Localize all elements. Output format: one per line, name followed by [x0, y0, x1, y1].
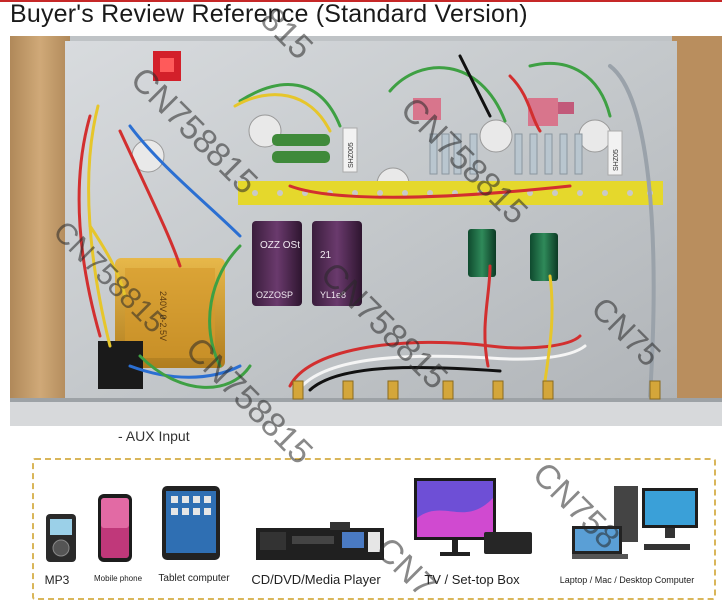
cap-right-top-label: 21 — [320, 250, 332, 261]
top-rule — [0, 0, 722, 2]
page-title: Buyer's Review Reference (Standard Versi… — [10, 0, 528, 28]
device-label-mp3: MP3 — [44, 573, 70, 587]
cap-left-top-label: OZZ OSt — [260, 240, 300, 251]
resistor-right-label: SHZ05 — [613, 149, 620, 171]
device-label-media-player: CD/DVD/Media Player — [251, 572, 381, 587]
tablet-icon — [162, 486, 220, 565]
device-label-tv: TV / Set-top Box — [424, 572, 520, 587]
device-label-mobile-phone: Mobile phone — [93, 574, 143, 583]
cap-left-bottom-label: OZZOSP — [256, 290, 293, 300]
amplifier-photo: 240V 0-2.5V SHZ005 SHZ05 — [10, 36, 722, 426]
aux-devices-panel: MP3 Mobile phone Tablet computer CD/DVD/… — [32, 458, 716, 600]
aux-input-label: - AUX Input — [118, 428, 190, 444]
device-label-computer: Laptop / Mac / Desktop Computer — [559, 575, 695, 585]
tv-icon — [414, 478, 534, 567]
transformer-label: 240V 0-2.5V — [158, 291, 168, 341]
computer-icon — [566, 482, 702, 567]
resistor-left-label: SHZ005 — [348, 142, 355, 168]
device-label-tablet: Tablet computer — [158, 573, 230, 584]
cap-right-bottom-label: YL1e8 — [320, 290, 346, 300]
mp3-player-icon — [46, 514, 76, 567]
media-player-icon — [256, 522, 384, 569]
mobile-phone-icon — [98, 494, 132, 567]
